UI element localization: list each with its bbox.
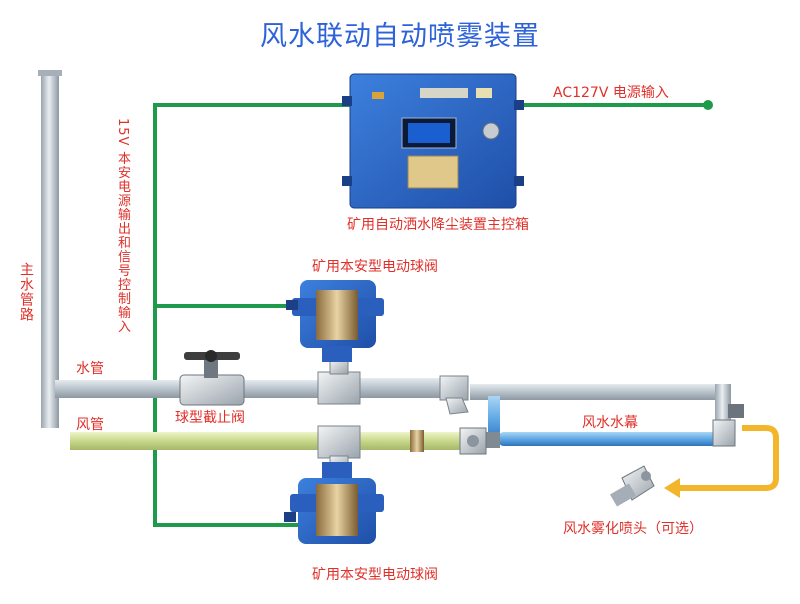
air-ball-valve [459,427,487,455]
signal-line-label: 15V 本安电源输出和信号控制输入 [115,118,130,334]
water-pipe-label: 水管 [76,361,104,377]
tee-fitting-top [317,359,361,405]
nozzle-label: 风水雾化喷头（可选） [563,521,703,537]
electric-ball-valve-top [286,280,384,362]
water-air-curtain-label: 风水水幕 [582,415,638,431]
electric-ball-valve-bottom [284,462,384,544]
control-knob [482,122,500,140]
right-fittings [712,404,744,447]
control-box-label: 矿用自动洒水降尘装置主控箱 [347,217,529,233]
flow-arrow [680,425,779,491]
main-water-pipe [41,72,59,428]
diagram-title: 风水联动自动喷雾装置 [260,21,540,52]
ball-stop-valve [179,350,245,406]
power-input-label: AC127V 电源输入 [553,85,669,101]
valve-top-label: 矿用本安型电动球阀 [312,259,438,275]
air-pipe-label: 风管 [76,417,104,433]
blue-hose-vertical [488,396,500,442]
valve-bottom-label: 矿用本安型电动球阀 [312,567,438,583]
air-pipe [70,432,330,450]
nozzle-icon [609,465,655,507]
main-pipe-label: 主水管路 [18,262,34,322]
control-box [342,73,524,209]
blue-hose-lower [498,432,728,446]
power-terminal [703,100,713,110]
y-strainer [439,375,469,415]
nameplate [407,155,459,189]
signal-wire [153,103,708,527]
stop-valve-label: 球型截止阀 [175,410,245,426]
